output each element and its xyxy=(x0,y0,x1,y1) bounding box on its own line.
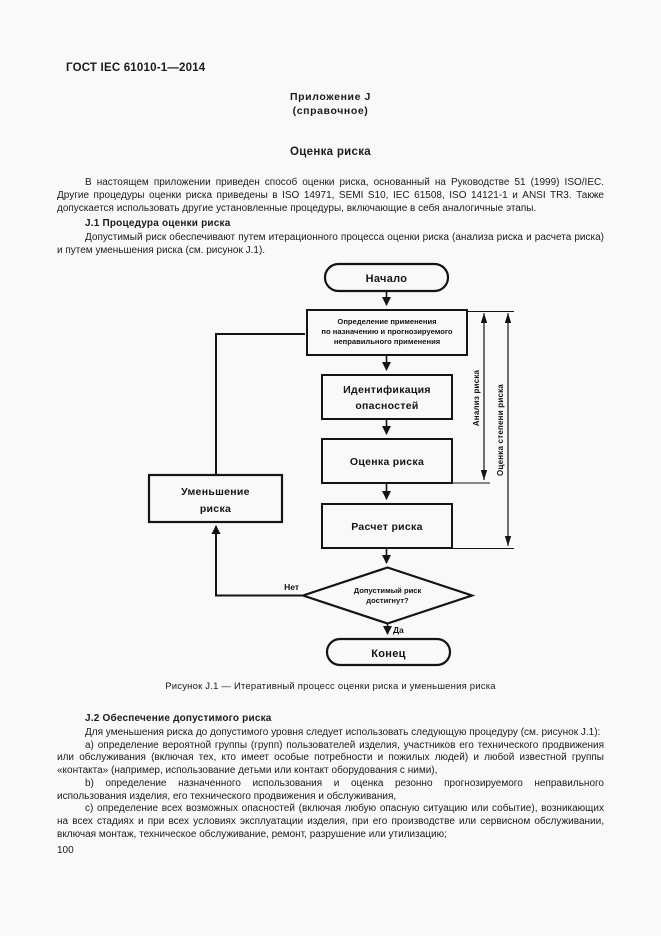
list-item-c: c) определение всех возможных опасностей… xyxy=(57,803,604,840)
yes-label: Да xyxy=(393,625,404,635)
risk-flowchart: Анализ риска Оценка степени риска Нет Да… xyxy=(0,258,661,670)
risk-evaluation-box: Оценка риска xyxy=(321,438,453,484)
list-item-a: a) определение вероятной группы (групп) … xyxy=(57,739,604,777)
appendix-block: Приложение J (справочное) xyxy=(0,90,661,118)
start-node: Начало xyxy=(323,262,450,293)
section-j2: J.2 Обеспечение допустимого риска Для ум… xyxy=(57,713,604,841)
doc-header: ГОСТ IEC 61010-1—2014 xyxy=(66,62,206,74)
svg-text:по назначению и прогнозируемог: по назначению и прогнозируемого xyxy=(321,327,452,336)
risk-reduction-box: Уменьшение риска xyxy=(147,473,284,524)
svg-text:риска: риска xyxy=(200,503,231,515)
risk-assessment-dimension-label: Оценка степени риска xyxy=(496,384,505,476)
flowchart-svg: Анализ риска Оценка степени риска Нет Да… xyxy=(147,262,514,667)
risk-analysis-dimension-label: Анализ риска xyxy=(472,369,481,426)
svg-text:Допустимый риск: Допустимый риск xyxy=(354,586,422,595)
no-feedback-line-lower xyxy=(211,525,303,597)
dimension-extension-lines xyxy=(452,310,514,550)
decision-diamond: Допустимый риск достигнут? xyxy=(299,566,476,625)
section-j1-paragraph: Допустимый риск обеспечивают путем итера… xyxy=(57,232,604,256)
svg-text:достигнут?: достигнут? xyxy=(366,596,409,605)
list-item-b: b) определение назначенного использовани… xyxy=(57,777,604,802)
figure-caption: Рисунок J.1 — Итеративный процесс оценки… xyxy=(165,681,496,692)
page-number: 100 xyxy=(57,845,74,856)
svg-text:Идентификация: Идентификация xyxy=(343,384,431,396)
no-feedback-line-upper xyxy=(215,333,305,475)
appendix-label: Приложение J xyxy=(290,91,371,103)
intro-paragraph: В настоящем приложении приведен способ о… xyxy=(57,177,604,214)
svg-text:Расчет риска: Расчет риска xyxy=(351,521,423,533)
no-label: Нет xyxy=(284,582,299,592)
flow-connectors xyxy=(382,291,392,635)
section-j2-intro: Для уменьшения риска до допустимого уров… xyxy=(85,727,601,738)
doc-title: Оценка риска xyxy=(290,146,371,158)
define-application-box: Определение применения по назначению и п… xyxy=(306,309,468,356)
svg-text:Начало: Начало xyxy=(366,273,408,285)
svg-text:опасностей: опасностей xyxy=(355,400,418,412)
svg-text:неправильного применения: неправильного применения xyxy=(334,337,440,346)
svg-text:Оценка риска: Оценка риска xyxy=(350,456,424,468)
section-j2-heading: J.2 Обеспечение допустимого риска xyxy=(85,713,272,724)
svg-text:Уменьшение: Уменьшение xyxy=(181,486,250,498)
appendix-type: (справочное) xyxy=(292,105,369,117)
hazard-identification-box: Идентификация опасностей xyxy=(321,374,453,420)
section-j1-heading: J.1 Процедура оценки риска xyxy=(85,218,231,229)
svg-text:Определение применения: Определение применения xyxy=(337,317,436,326)
svg-text:Конец: Конец xyxy=(371,648,405,660)
risk-estimation-box: Расчет риска xyxy=(321,503,453,549)
end-node: Конец xyxy=(325,637,452,667)
